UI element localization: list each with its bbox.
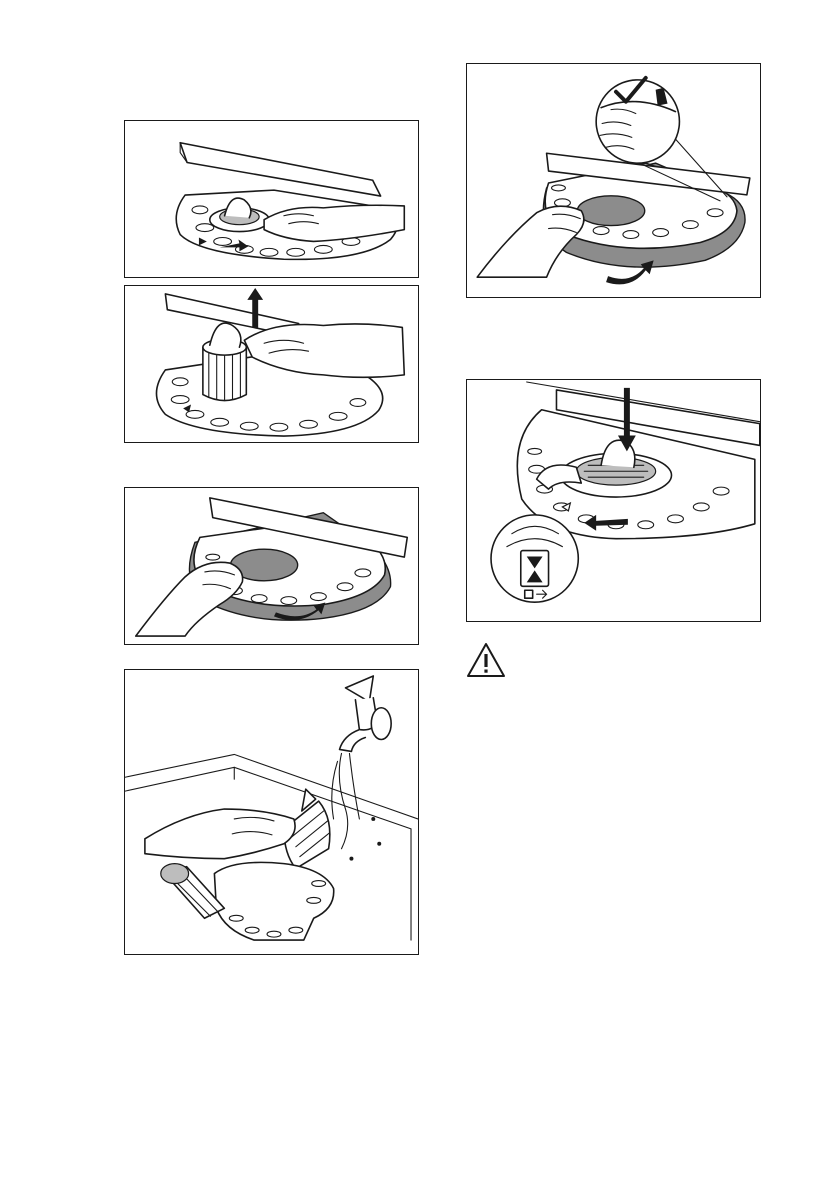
illustration-remove-flat-filter <box>125 488 418 644</box>
hands <box>145 809 295 859</box>
filter-opening <box>577 196 644 226</box>
illustration-turn-filter <box>125 121 418 277</box>
sink-rim <box>125 754 418 819</box>
illustration-lift-filter <box>125 286 418 442</box>
figure-lift-filter <box>124 285 419 443</box>
hand <box>136 562 243 636</box>
illustration-insert-lock-filter <box>467 380 760 621</box>
water-stream <box>332 753 360 848</box>
zoom-callout <box>596 80 679 163</box>
filter-handle <box>210 323 241 347</box>
tap-handle <box>345 676 373 702</box>
fine-filter-cap <box>161 864 189 884</box>
tap-spout <box>340 730 366 752</box>
tap-wall-plate <box>371 708 391 740</box>
spray-arm <box>180 143 380 196</box>
sump-plate <box>214 862 333 940</box>
illustration-reinstall-flat-filter <box>467 64 760 297</box>
figure-remove-flat-filter <box>124 487 419 645</box>
figure-turn-filter <box>124 120 419 278</box>
illustration-rinse-filters <box>125 670 418 954</box>
figure-insert-lock-filter <box>466 379 761 622</box>
box-symbol-icon <box>525 590 533 598</box>
warning-triangle-icon <box>466 642 506 678</box>
figure-reinstall-flat-filter <box>466 63 761 298</box>
figure-rinse-filters <box>124 669 419 955</box>
hand <box>477 206 584 277</box>
